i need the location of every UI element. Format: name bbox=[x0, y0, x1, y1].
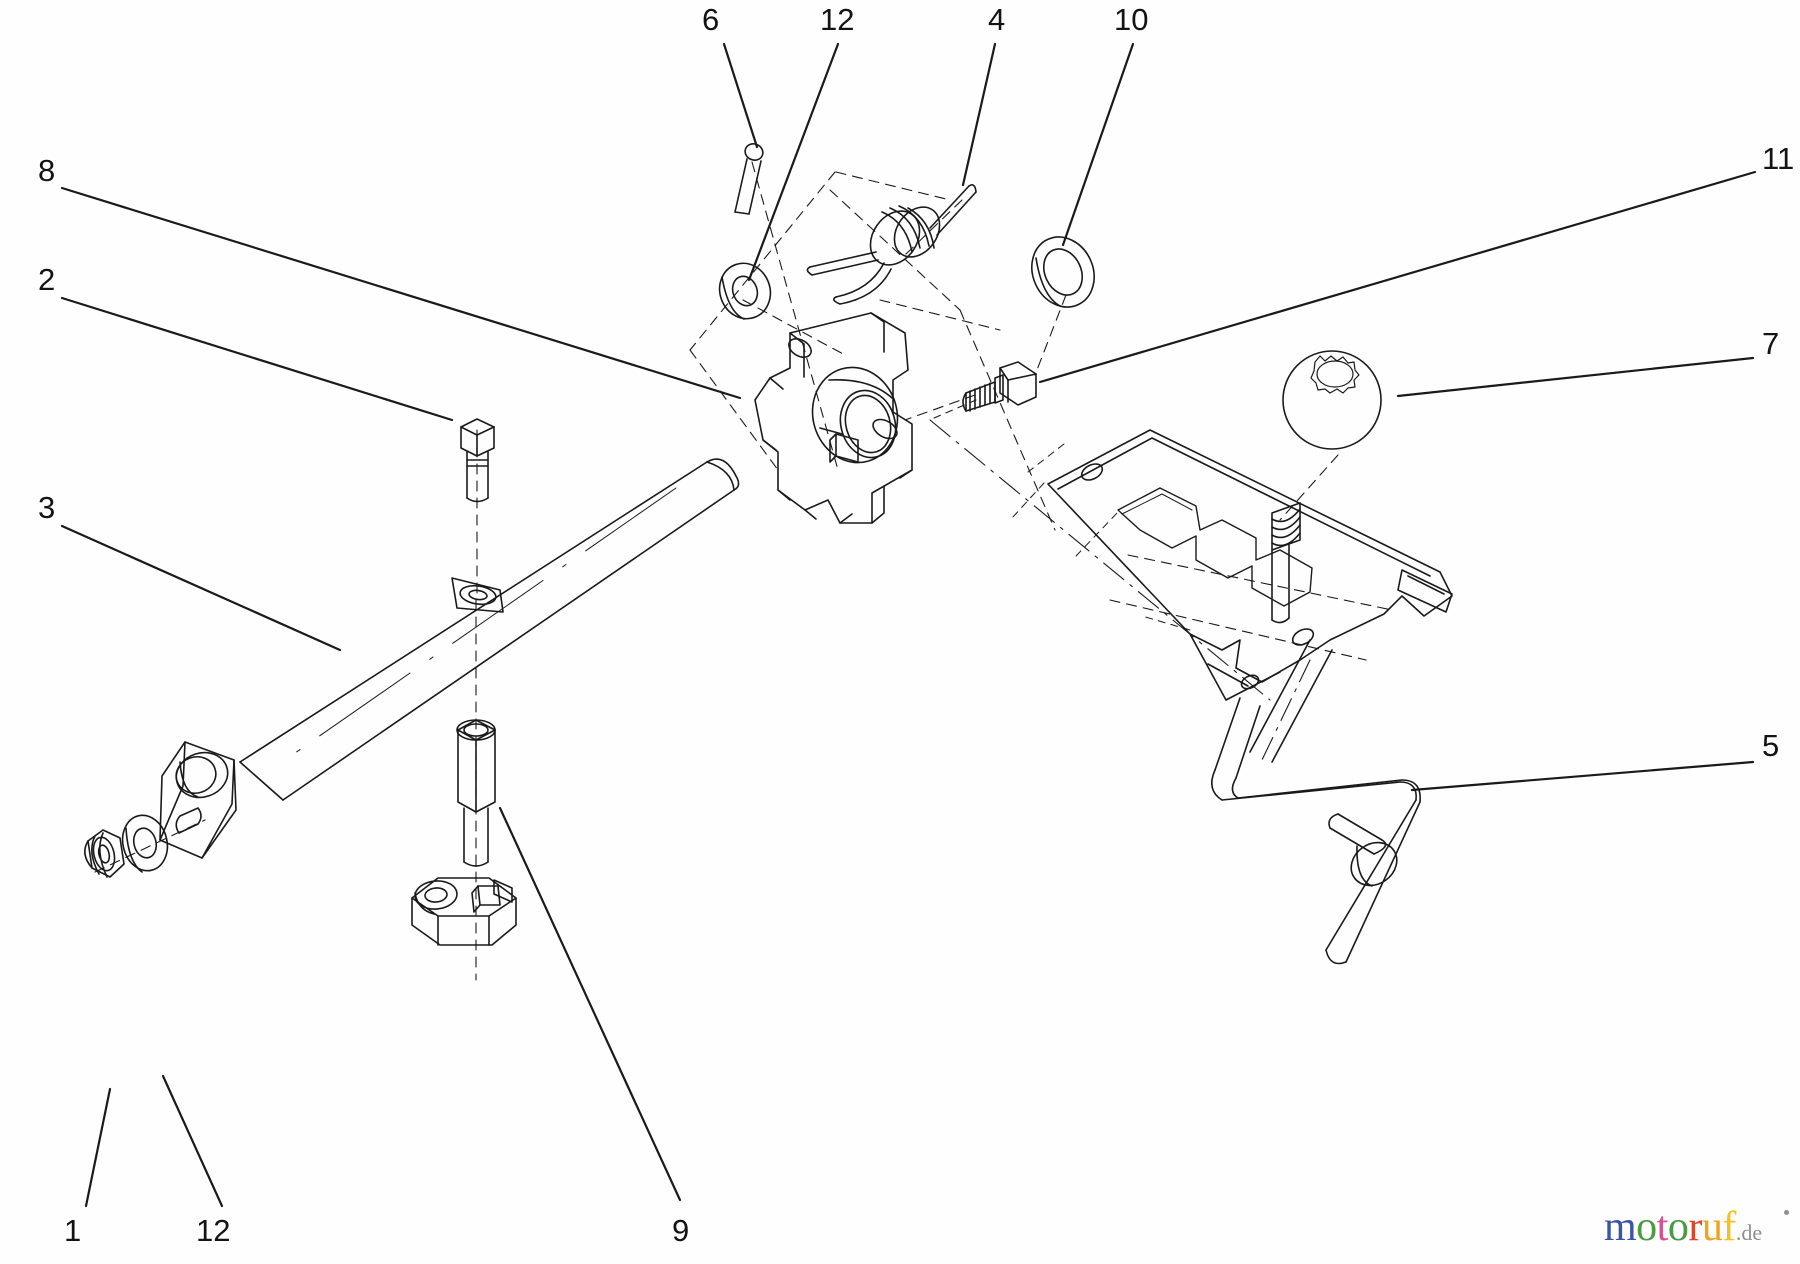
leader-lines bbox=[60, 42, 1757, 1208]
watermark-suffix: .de bbox=[1735, 1220, 1763, 1245]
part-flat-washer-upper bbox=[718, 262, 772, 320]
part-shift-knob bbox=[1282, 350, 1382, 450]
callout-5: 5 bbox=[1762, 728, 1780, 763]
motoruf-watermark: motoruf.de bbox=[1604, 1204, 1789, 1250]
assembly-centerlines bbox=[94, 161, 1393, 981]
part-clevis-arm bbox=[411, 877, 517, 946]
watermark-letter-t: t bbox=[1656, 1204, 1669, 1250]
part-hex-spacer-bolt bbox=[456, 719, 496, 867]
part-shift-pivot-bracket bbox=[754, 312, 913, 524]
callout-9: 9 bbox=[672, 1213, 690, 1248]
callout-3: 3 bbox=[38, 490, 56, 525]
callout-11: 11 bbox=[1762, 141, 1795, 176]
callout-12-bottom: 12 bbox=[196, 1213, 231, 1248]
part-flat-washer-spring bbox=[1031, 236, 1095, 308]
watermark-letter-o1: o bbox=[1636, 1204, 1657, 1250]
part-flange-lock-nut bbox=[84, 829, 125, 878]
watermark-letter-m: m bbox=[1604, 1204, 1637, 1250]
callout-7: 7 bbox=[1762, 326, 1780, 361]
callout-2: 2 bbox=[38, 262, 56, 297]
part-shift-lever-rod bbox=[1210, 639, 1421, 965]
callout-12-top: 12 bbox=[820, 2, 855, 37]
construction-lines bbox=[933, 399, 1191, 631]
part-flat-washer-lower bbox=[121, 814, 169, 873]
watermark-letter-f: f bbox=[1722, 1204, 1736, 1250]
part-torsion-spring bbox=[806, 184, 977, 305]
watermark-letter-u: u bbox=[1701, 1204, 1723, 1250]
part-shift-gate-plate bbox=[1047, 429, 1453, 701]
watermark-letter-r: r bbox=[1688, 1204, 1702, 1250]
watermark-letter-o2: o bbox=[1667, 1204, 1689, 1250]
part-shift-rod bbox=[159, 458, 740, 859]
callout-1: 1 bbox=[64, 1213, 82, 1248]
part-hex-bolt-right bbox=[962, 361, 1037, 412]
callout-8: 8 bbox=[38, 153, 56, 188]
callout-6: 6 bbox=[702, 2, 720, 37]
part-roll-pin bbox=[734, 143, 764, 215]
callout-4: 4 bbox=[988, 2, 1006, 37]
part-hex-bolt-upper bbox=[460, 418, 495, 503]
watermark-dot bbox=[1784, 1210, 1789, 1215]
callout-10: 10 bbox=[1114, 2, 1149, 37]
